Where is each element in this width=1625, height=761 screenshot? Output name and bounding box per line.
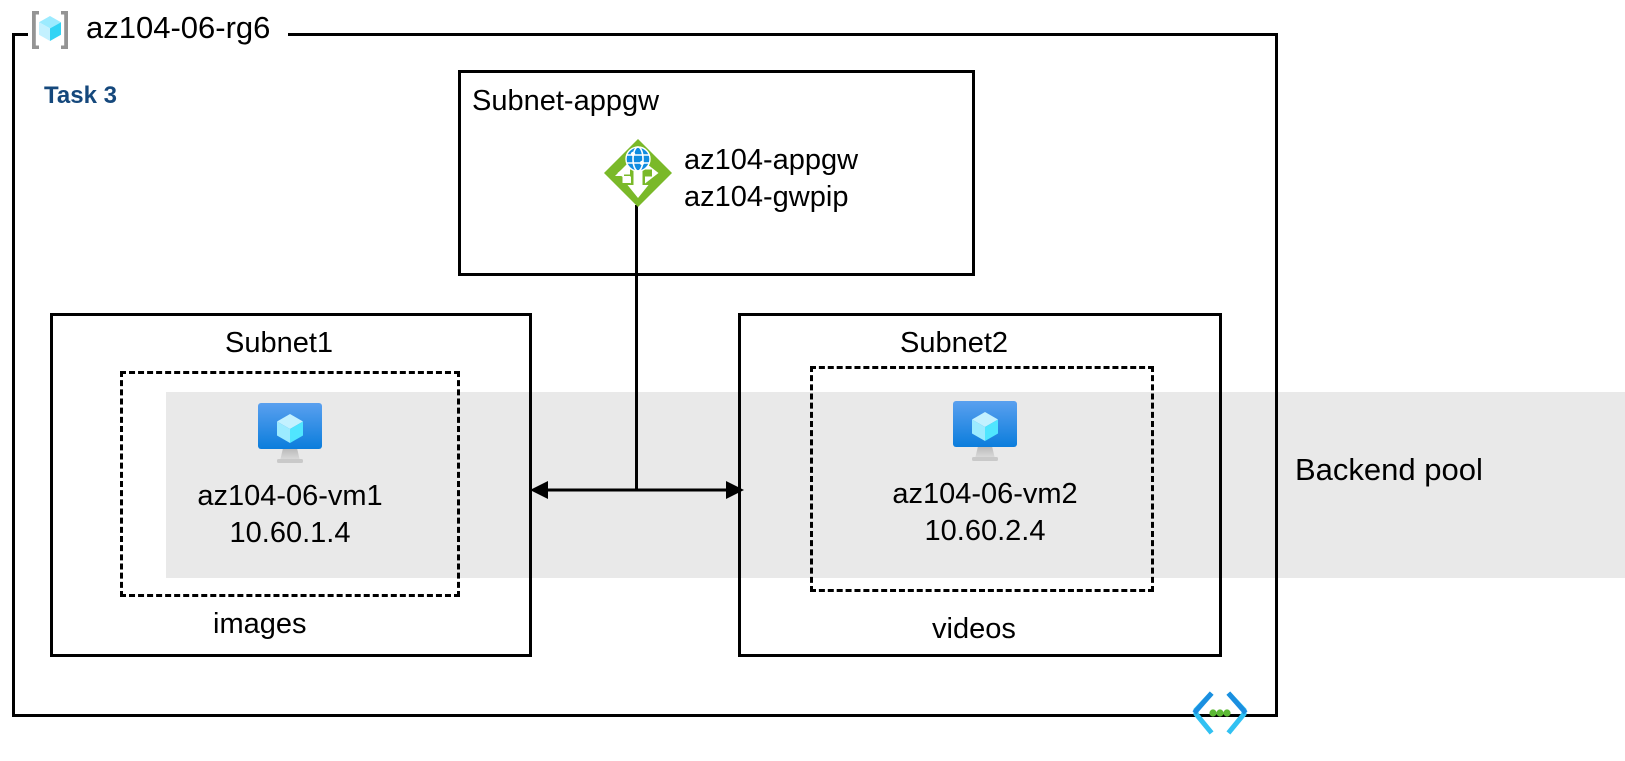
appgw-connector-line	[635, 205, 638, 490]
vm2-ip: 10.60.2.4	[924, 515, 1046, 547]
code-brackets-dots-icon	[1192, 691, 1248, 735]
subnet1-title: Subnet1	[225, 327, 334, 359]
resource-group-border-top-right	[288, 33, 1278, 36]
backend-pool-band	[166, 392, 1625, 578]
subnet2-inner-dashed-box	[810, 366, 1154, 592]
resource-group-border-bottom	[12, 714, 1278, 717]
task-label: Task 3	[44, 82, 117, 109]
vm2-info: az104-06-vm2 10.60.2.4	[840, 476, 1130, 550]
subnet-appgw-box	[458, 70, 975, 276]
resource-group-border-right	[1275, 33, 1278, 717]
resource-group-border-top-left	[12, 33, 28, 36]
resource-group-title: az104-06-rg6	[86, 10, 271, 45]
subnet-connector-arrow	[530, 481, 744, 499]
vm1-ip: 10.60.1.4	[229, 517, 351, 549]
vm1-info: az104-06-vm1 10.60.1.4	[145, 478, 435, 552]
subnet2-box	[738, 313, 1222, 657]
virtual-machine-icon	[953, 401, 1017, 461]
resource-group-border-left	[12, 33, 15, 717]
appgw-resource-names: az104-appgw az104-gwpip	[684, 142, 858, 216]
subnet2-title: Subnet2	[900, 327, 1009, 359]
vm2-name: az104-06-vm2	[892, 478, 1078, 510]
vm2-group: az104-06-vm2 10.60.2.4	[840, 398, 1130, 550]
backend-pool-label: Backend pool	[1295, 452, 1483, 487]
application-gateway-icon	[600, 135, 676, 211]
subnet2-tag-label: videos	[932, 613, 1016, 645]
resource-group-cube-icon	[26, 6, 74, 54]
subnet1-box	[50, 313, 532, 657]
vm1-group: az104-06-vm1 10.60.1.4	[145, 400, 435, 552]
vm1-name: az104-06-vm1	[197, 480, 383, 512]
subnet1-tag-label: images	[213, 608, 307, 640]
virtual-machine-icon	[258, 403, 322, 463]
gwpip-resource-name: az104-gwpip	[684, 181, 849, 213]
subnet1-inner-dashed-box	[120, 371, 460, 597]
appgw-resource-name: az104-appgw	[684, 144, 859, 176]
subnet-appgw-title: Subnet-appgw	[472, 85, 660, 117]
